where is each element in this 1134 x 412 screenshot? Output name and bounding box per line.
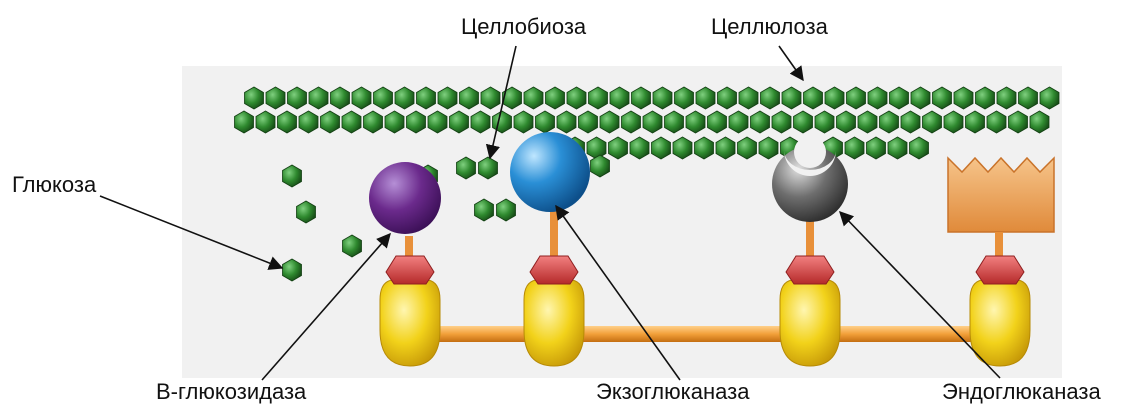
dockerin-domain	[786, 256, 834, 284]
beta-glucosidase-label: В-глюкозидаза	[156, 381, 306, 403]
glucose-label: Глюкоза	[12, 174, 96, 196]
linker-endoglucanase	[806, 220, 814, 260]
linker-exoglucanase	[550, 210, 558, 260]
cellulose-label: Целлюлоза	[711, 16, 828, 38]
endoglucanase-label: Эндоглюканаза	[942, 381, 1101, 403]
cohesin-dockerin-unit	[524, 256, 584, 366]
cohesin-domain	[524, 280, 584, 366]
cellobiose-label: Целлобиоза	[461, 16, 586, 38]
cohesin-domain	[380, 280, 440, 366]
cohesin-domain	[970, 280, 1030, 366]
exoglucanase-label: Экзоглюканаза	[596, 381, 749, 403]
cohesin-dockerin-unit	[780, 256, 840, 366]
cohesin-dockerin-unit	[380, 256, 440, 366]
dockerin-domain	[386, 256, 434, 284]
dockerin-domain	[976, 256, 1024, 284]
dockerin-domain	[530, 256, 578, 284]
cohesin-domain	[780, 280, 840, 366]
cohesin-dockerin-unit	[970, 256, 1030, 366]
cbm-block	[948, 158, 1054, 232]
exoglucanase-enzyme	[510, 132, 590, 212]
scaffold-bar	[415, 326, 1010, 342]
